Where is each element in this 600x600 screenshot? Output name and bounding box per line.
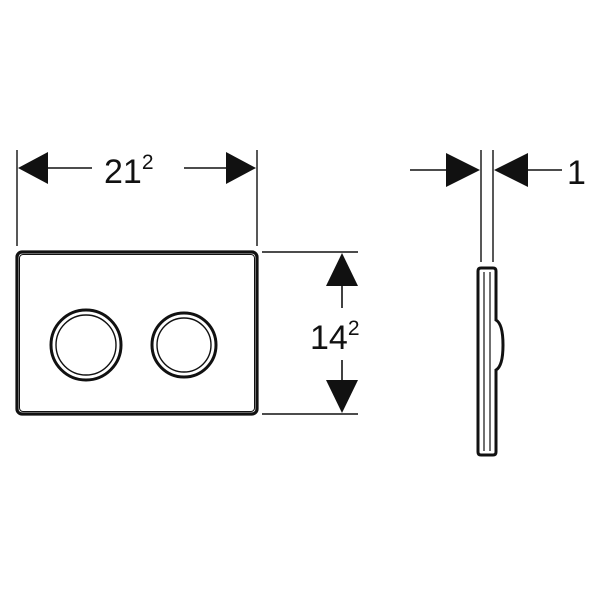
height-dimension-label: 142 <box>310 317 360 357</box>
width-value: 21 <box>104 153 142 191</box>
small-flush-button <box>150 311 218 379</box>
flush-plate-side-profile <box>476 266 505 457</box>
height-value: 14 <box>310 319 348 357</box>
width-value-superscript: 2 <box>142 151 154 174</box>
large-flush-button <box>49 308 123 382</box>
flush-plate-outline <box>15 250 259 416</box>
flush-plate-inner-edge <box>19 254 255 412</box>
height-dimension: 142 <box>262 251 360 415</box>
thickness-arrowhead-right <box>494 153 528 187</box>
side-view <box>476 266 505 457</box>
width-dimension: 212 <box>16 150 258 246</box>
thickness-arrowhead-left <box>446 153 480 187</box>
width-arrowhead-right <box>226 152 256 184</box>
height-arrowhead-bottom <box>326 380 358 413</box>
front-view <box>15 250 259 416</box>
width-arrowhead-left <box>18 152 48 184</box>
thickness-dimension: 1 <box>410 150 586 262</box>
height-value-superscript: 2 <box>348 317 360 340</box>
width-dimension-label: 212 <box>104 151 154 191</box>
thickness-dimension-label: 1 <box>567 154 586 192</box>
height-arrowhead-top <box>326 253 358 286</box>
